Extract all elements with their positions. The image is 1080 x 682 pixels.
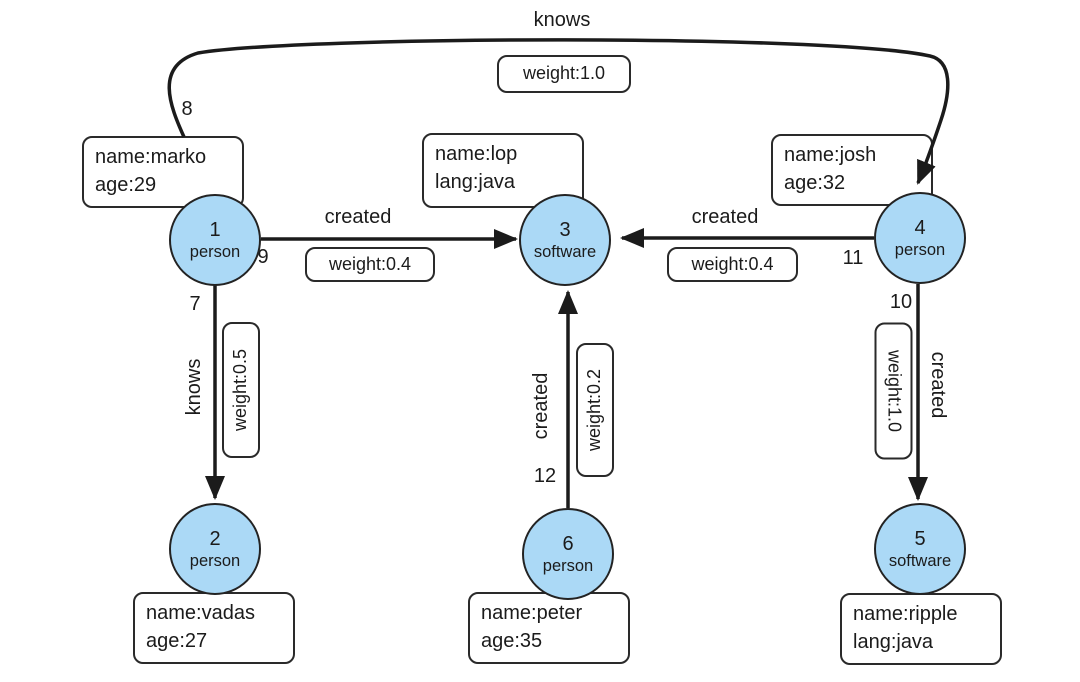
property-text: lang:java xyxy=(435,171,516,193)
node-2-properties: name:vadas age:27 xyxy=(133,592,295,664)
node-type: person xyxy=(189,551,241,570)
edge-9-label: created xyxy=(324,206,392,228)
node-id: 2 xyxy=(209,527,221,550)
property-text: age:29 xyxy=(95,174,157,196)
edge-7-id: 7 xyxy=(189,293,201,315)
edge-knows-1-4 xyxy=(167,38,950,185)
node-2-circle: 2 person xyxy=(169,503,261,595)
edge-8-weight-badge: weight:1.0 xyxy=(497,55,631,93)
property-text: name:lop xyxy=(435,143,518,165)
edge-11-id: 11 xyxy=(842,247,864,269)
node-type: software xyxy=(533,242,597,261)
edge-12-weight-badge: weight:0.2 xyxy=(576,343,614,477)
node-6-circle: 6 person xyxy=(522,508,614,600)
node-type: person xyxy=(894,240,946,259)
node-5-circle: 5 software xyxy=(874,503,966,595)
property-text: name:josh xyxy=(784,144,877,166)
edge-9-id: 9 xyxy=(257,246,269,268)
edge-10-label: created xyxy=(927,351,949,419)
node-id: 4 xyxy=(914,216,926,239)
node-6-properties: name:peter age:35 xyxy=(468,592,630,664)
edge-9-weight-badge: weight:0.4 xyxy=(305,247,435,282)
node-type: person xyxy=(189,242,241,261)
edge-12-label: created xyxy=(530,372,552,440)
node-id: 6 xyxy=(562,532,574,555)
property-text: age:32 xyxy=(784,172,846,194)
node-3-circle: 3 software xyxy=(519,194,611,286)
edge-10-weight-badge: weight:1.0 xyxy=(874,322,913,460)
node-5-properties: name:ripple lang:java xyxy=(840,593,1002,665)
edge-7-weight-badge: weight:0.5 xyxy=(222,322,260,458)
node-id: 1 xyxy=(209,218,221,241)
node-id: 5 xyxy=(914,527,926,550)
node-type: software xyxy=(888,551,952,570)
edge-11-weight-badge: weight:0.4 xyxy=(667,247,798,282)
edge-12-id: 12 xyxy=(533,465,557,487)
node-id: 3 xyxy=(559,218,571,241)
property-text: age:27 xyxy=(146,630,208,652)
property-text: name:ripple xyxy=(853,603,958,625)
property-text: lang:java xyxy=(853,631,934,653)
property-text: name:vadas xyxy=(146,602,255,624)
property-text: age:35 xyxy=(481,630,543,652)
edge-8-id: 8 xyxy=(181,98,193,120)
edge-10-id: 10 xyxy=(889,291,913,313)
property-text: name:marko xyxy=(95,146,207,168)
node-4-circle: 4 person xyxy=(874,192,966,284)
node-type: person xyxy=(542,556,594,575)
property-text: name:peter xyxy=(481,602,583,624)
edge-11-label: created xyxy=(691,206,759,228)
node-1-circle: 1 person xyxy=(169,194,261,286)
edge-7-label: knows xyxy=(183,358,205,416)
edge-8-label: knows xyxy=(533,9,591,31)
